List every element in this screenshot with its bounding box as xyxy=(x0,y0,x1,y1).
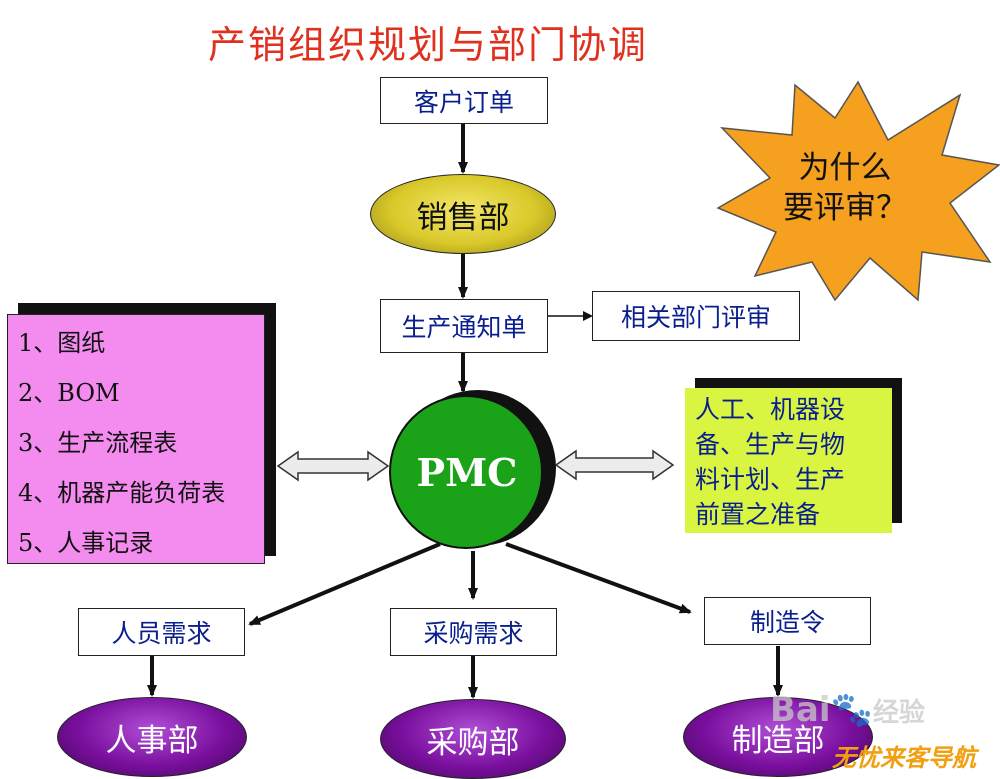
outputs-line-2: 备、生产与物 xyxy=(695,430,846,459)
inputs-panel: 1、图纸 2、BOM 3、生产流程表 4、机器产能负荷表 5、人事记录 xyxy=(7,314,265,564)
personnel-demand-label: 人员需求 xyxy=(111,619,212,648)
pmc-label: PMC xyxy=(416,450,518,495)
outputs-line-4: 前置之准备 xyxy=(695,500,821,529)
pmc-circle xyxy=(389,395,543,549)
manufacturing-order-box: 制造令 xyxy=(704,597,871,645)
double-arrow-right xyxy=(554,449,675,481)
starburst-line2: 要评审？ xyxy=(783,190,907,226)
inputs-item-2: 2、BOM xyxy=(18,379,120,407)
customer-order-box: 客户订单 xyxy=(380,77,548,124)
outputs-line-3: 料计划、生产 xyxy=(695,465,846,494)
sales-dept-label: 销售部 xyxy=(416,199,510,236)
manufacturing-dept-label: 制造部 xyxy=(731,722,825,759)
purchasing-dept-ellipse: 采购部 xyxy=(380,699,566,779)
baidu-watermark: Bai🐾经验 xyxy=(770,690,925,730)
inputs-item-5: 5、人事记录 xyxy=(18,529,154,557)
watermark-suffix: 经验 xyxy=(872,698,925,728)
purchase-demand-box: 采购需求 xyxy=(390,608,557,656)
related-review-box: 相关部门评审 xyxy=(592,291,800,341)
sales-dept-ellipse: 销售部 xyxy=(370,174,556,254)
inputs-item-4: 4、机器产能负荷表 xyxy=(18,479,226,507)
double-arrow-left xyxy=(276,450,390,482)
starburst-text: 为什么 要评审？ xyxy=(760,148,930,228)
outputs-line-1: 人工、机器设 xyxy=(695,395,846,424)
manufacturing-dept-ellipse: 制造部 xyxy=(683,697,873,777)
corner-watermark: 无忧来客导航 xyxy=(832,744,976,772)
inputs-item-1: 1、图纸 xyxy=(18,329,106,357)
starburst-shape xyxy=(716,80,1000,302)
watermark-brand: Bai xyxy=(770,690,831,730)
manufacturing-order-label: 制造令 xyxy=(749,608,825,637)
purchase-demand-label: 采购需求 xyxy=(423,619,524,648)
personnel-demand-box: 人员需求 xyxy=(78,608,245,656)
outputs-panel: 人工、机器设 备、生产与物 料计划、生产 前置之准备 xyxy=(685,388,892,533)
purchasing-dept-label: 采购部 xyxy=(426,724,520,761)
starburst-line1: 为什么 xyxy=(798,150,892,186)
hr-dept-label: 人事部 xyxy=(105,722,199,759)
arrow-pmc-to-personnel xyxy=(248,542,441,626)
inputs-item-3: 3、生产流程表 xyxy=(18,429,178,457)
related-review-label: 相关部门评审 xyxy=(620,303,771,332)
production-notice-box: 生产通知单 xyxy=(380,299,548,353)
production-notice-label: 生产通知单 xyxy=(401,313,527,342)
arrow-pmc-to-mfg-order xyxy=(505,542,692,614)
hr-dept-ellipse: 人事部 xyxy=(57,697,247,777)
paw-icon: 🐾 xyxy=(830,690,873,730)
customer-order-label: 客户订单 xyxy=(413,87,514,117)
diagram-title: 产销组织规划与部门协调 xyxy=(208,23,649,67)
